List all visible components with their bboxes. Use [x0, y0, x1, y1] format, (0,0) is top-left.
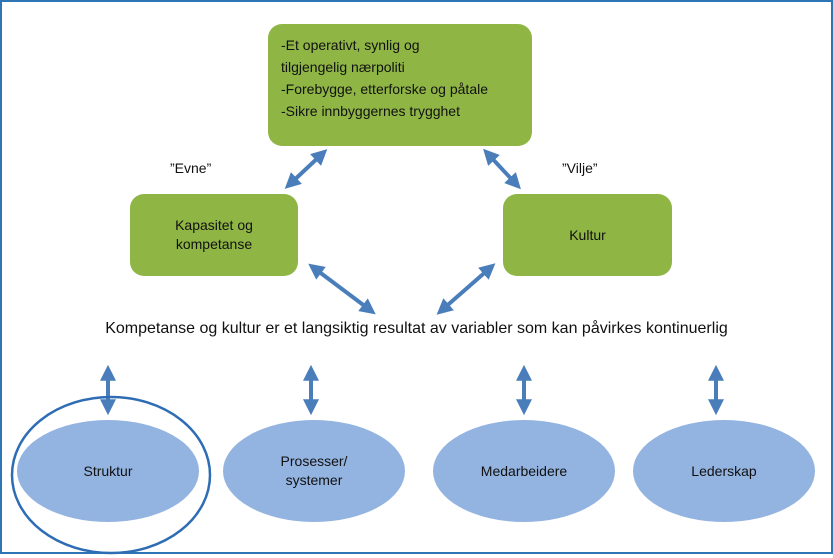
goal-line-3: -Forebygge, etterforske og påtale	[281, 81, 489, 97]
capacity-line-1: Kapasitet og	[175, 217, 253, 233]
goal-box: -Et operativt, synlig og tilgjengelig næ…	[268, 24, 532, 146]
capacity-line-2: kompetanse	[175, 236, 253, 252]
arrow-goal-capacity	[284, 149, 328, 189]
highlight-circle	[10, 395, 212, 555]
ellipse-prosesser: Prosesser/ systemer	[223, 420, 405, 522]
arrow-culture-statement	[436, 263, 496, 315]
ellipse-struktur-line-1: Struktur	[83, 462, 133, 479]
goal-line-1: -Et operativt, synlig og	[281, 37, 420, 53]
ellipse-lederskap: Lederskap	[633, 420, 815, 522]
evne-label: ”Evne”	[170, 160, 212, 176]
central-statement: Kompetanse og kultur er et langsiktig re…	[105, 320, 728, 337]
goal-line-2: tilgjengelig nærpoliti	[281, 59, 405, 75]
culture-box: Kultur	[503, 194, 672, 276]
ellipse-lederskap-line-1: Lederskap	[691, 462, 757, 479]
ellipse-prosesser-line-2: systemer	[285, 472, 343, 488]
arrow-goal-culture	[483, 148, 521, 190]
ellipse-medarbeidere: Medarbeidere	[433, 420, 615, 522]
goal-line-4: -Sikre innbyggernes trygghet	[281, 103, 460, 119]
vilje-label: ”Vilje”	[562, 160, 598, 176]
arrow-capacity-statement	[308, 263, 376, 315]
capacity-box: Kapasitet og kompetanse	[130, 194, 298, 276]
ellipse-struktur: Struktur	[17, 420, 199, 522]
ellipse-prosesser-line-1: Prosesser/	[280, 453, 348, 469]
culture-label: Kultur	[569, 226, 606, 243]
ellipse-medarbeidere-line-1: Medarbeidere	[480, 462, 568, 479]
